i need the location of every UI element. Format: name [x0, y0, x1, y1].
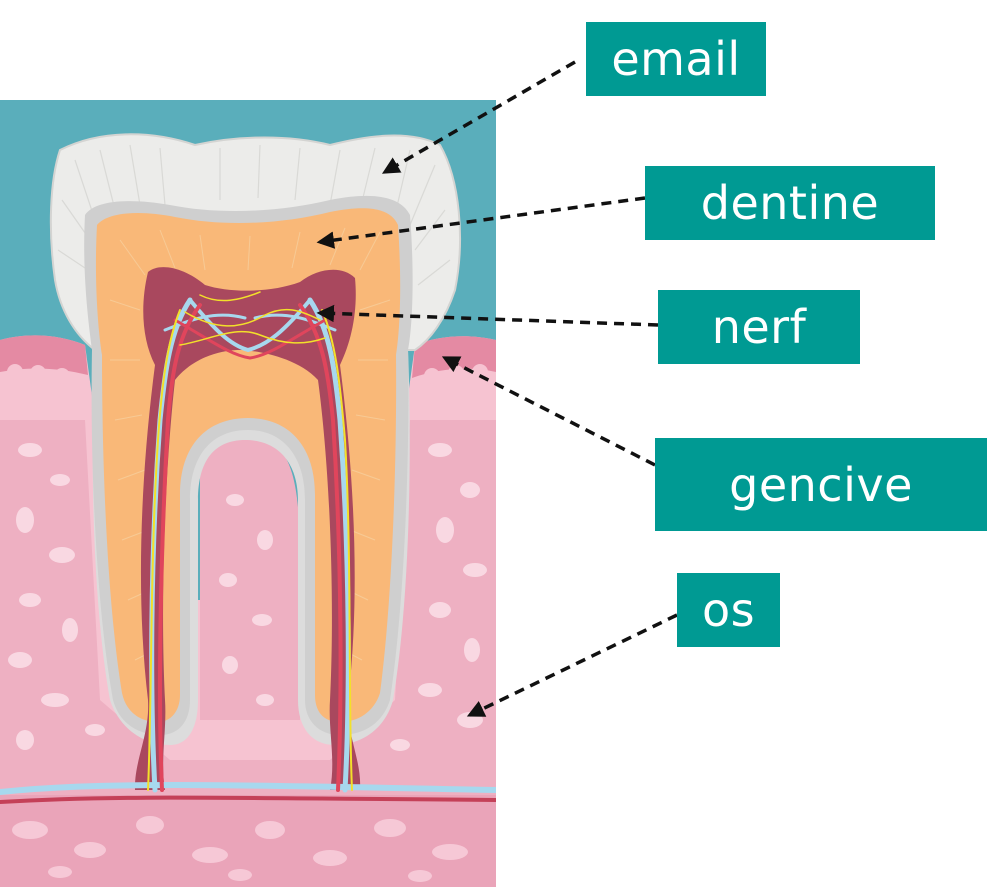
bone-interroot: [200, 438, 300, 720]
pulp: [134, 267, 361, 791]
vessels: [0, 291, 496, 804]
dentine-texture: [109, 227, 391, 661]
label-bone: os: [677, 573, 780, 647]
leader-arrows: [316, 60, 678, 717]
arrow-dentine: [316, 196, 646, 249]
bone-lower-texture: [12, 816, 468, 882]
arrow-gum: [441, 356, 656, 467]
label-gum: gencive: [655, 438, 987, 531]
bone: [0, 420, 496, 887]
tooth-illustration: [0, 100, 496, 887]
gum-edge: [0, 335, 88, 375]
gum-scallops: [7, 364, 488, 384]
arrow-enamel: [381, 60, 576, 174]
arrow-nerve: [316, 304, 659, 327]
label-nerve: nerf: [658, 290, 860, 364]
bone-texture: [8, 443, 487, 751]
arrow-bone: [466, 613, 678, 717]
label-dentine: dentine: [645, 166, 935, 240]
label-enamel: email: [586, 22, 766, 96]
